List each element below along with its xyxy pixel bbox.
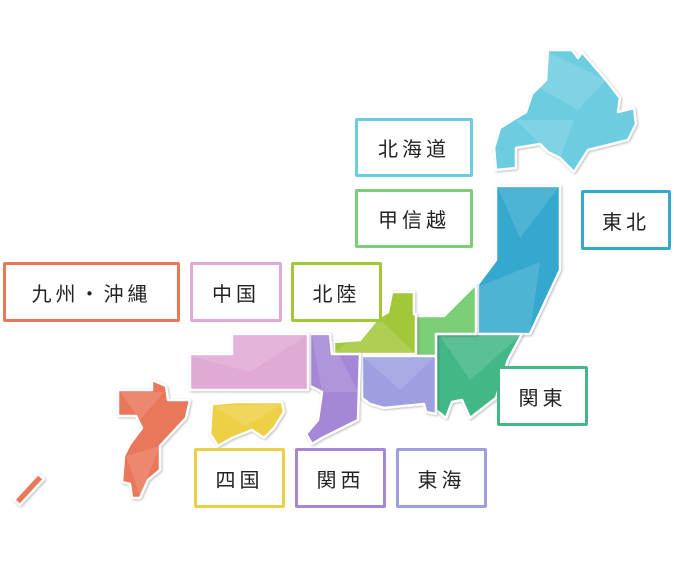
label-shikoku[interactable]: 四国 (194, 448, 285, 508)
region-kyushu[interactable] (116, 378, 192, 500)
region-kanto[interactable] (434, 332, 524, 420)
region-shikoku[interactable] (208, 400, 286, 448)
label-koshinetsu[interactable]: 甲信越 (355, 189, 473, 248)
region-hokkaido[interactable] (492, 48, 638, 174)
region-tohoku[interactable] (476, 184, 562, 336)
label-tohoku[interactable]: 東北 (581, 190, 671, 250)
label-hokuriku[interactable]: 北陸 (291, 262, 382, 322)
label-kansai[interactable]: 関西 (295, 448, 386, 508)
label-hokkaido[interactable]: 北海道 (355, 118, 473, 177)
region-tokai[interactable] (360, 354, 438, 416)
region-okinawa[interactable] (12, 472, 46, 507)
label-kyushu-okinawa[interactable]: 九州・沖縄 (3, 262, 180, 322)
region-chugoku[interactable] (188, 332, 310, 392)
label-tokai[interactable]: 東海 (396, 448, 487, 508)
label-chugoku[interactable]: 中国 (190, 262, 282, 322)
label-kanto[interactable]: 関東 (497, 366, 588, 426)
region-kansai[interactable] (304, 332, 362, 446)
